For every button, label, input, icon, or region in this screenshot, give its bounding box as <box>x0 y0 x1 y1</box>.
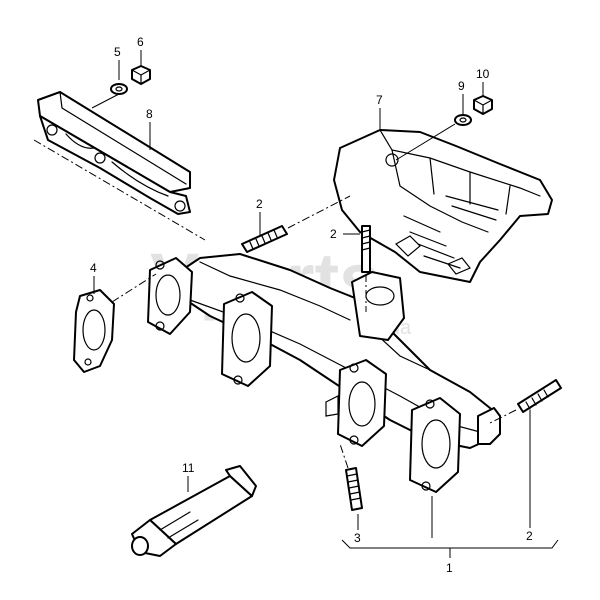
manifold-flange-4 <box>409 397 461 493</box>
part-3-stud-lower <box>345 467 363 511</box>
manifold-outlet-boss <box>351 271 501 445</box>
part-10-nut <box>473 95 493 115</box>
part-2-stud-right <box>517 379 562 413</box>
callout-2-center: 2 <box>330 227 337 241</box>
dash-5 <box>91 93 120 109</box>
part-11-sealant-tube <box>131 465 257 557</box>
manifold-flange-2 <box>221 291 273 387</box>
callout-10: 10 <box>476 67 490 81</box>
bracket-1 <box>341 539 559 549</box>
manifold-flange-3 <box>337 359 387 447</box>
callout-2-upper: 2 <box>256 197 263 211</box>
part-1-exhaust-manifold <box>147 253 501 493</box>
callout-7: 7 <box>376 93 383 107</box>
part-7-heat-shield <box>333 129 553 283</box>
callout-2-right: 2 <box>526 529 533 543</box>
part-6-nut <box>131 65 151 85</box>
callout-4: 4 <box>90 261 97 275</box>
callout-9: 9 <box>458 79 465 93</box>
part-8-heat-shield-strip <box>33 91 206 241</box>
part-9-washer <box>454 114 472 126</box>
callout-3: 3 <box>354 531 361 545</box>
callout-1: 1 <box>446 561 453 575</box>
part-5-washer <box>110 83 128 95</box>
part-4-gasket <box>73 273 157 373</box>
dash-stud-right <box>487 409 517 425</box>
dash-stud-lower <box>339 443 349 469</box>
callout-5: 5 <box>114 45 121 59</box>
dash-9 <box>395 123 456 161</box>
callout-11: 11 <box>182 461 195 475</box>
manifold-flange-1 <box>147 257 193 335</box>
callout-6: 6 <box>137 35 144 49</box>
part-2-stud-center <box>361 225 371 273</box>
part-2-stud-upper <box>241 225 288 253</box>
dash-stud-upper <box>287 195 351 229</box>
callout-8: 8 <box>146 107 153 121</box>
